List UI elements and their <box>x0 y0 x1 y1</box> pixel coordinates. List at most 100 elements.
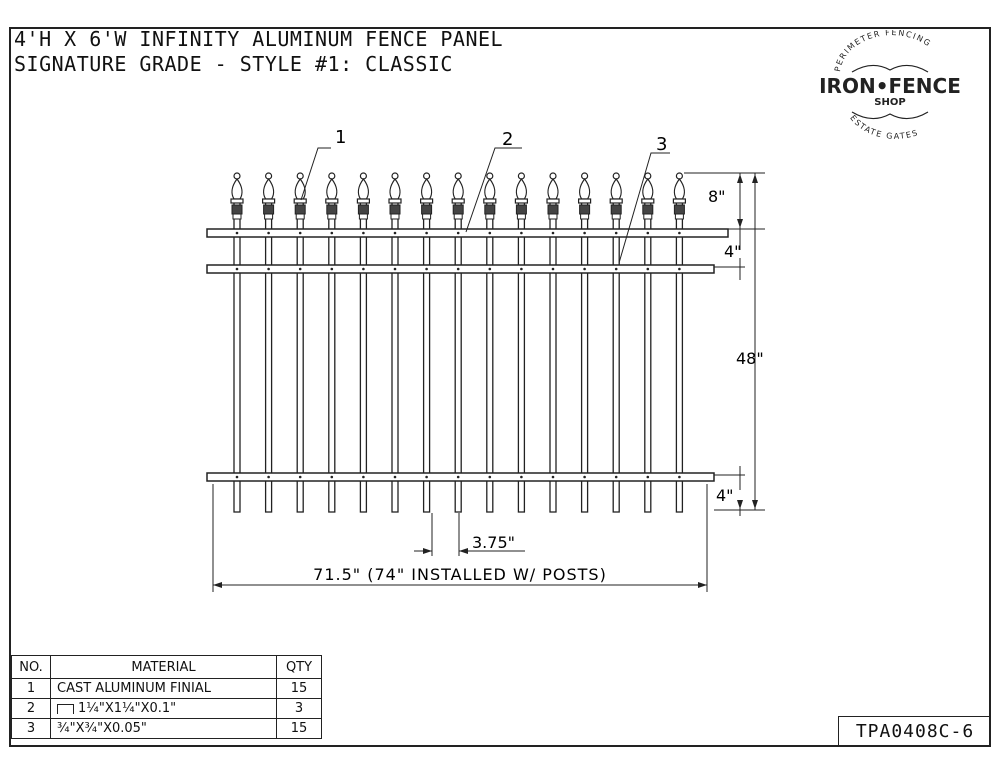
picket <box>264 197 273 513</box>
logo-main-text: IRON•FENCE <box>819 74 961 98</box>
picket <box>580 197 589 513</box>
svg-text:PERIMETER FENCING: PERIMETER FENCING <box>833 30 933 72</box>
panel-height-dimension: 48" <box>736 349 764 368</box>
picket <box>644 197 652 513</box>
logo-arc-top: PERIMETER FENCING <box>833 30 932 72</box>
callout-leaders <box>300 147 670 264</box>
vertical-dimension-lines <box>684 172 765 516</box>
finial <box>451 172 465 220</box>
finial <box>325 172 339 220</box>
rivet <box>298 231 302 235</box>
bill-of-materials: NO. MATERIAL QTY 1 CAST ALUMINUM FINIAL … <box>11 655 322 739</box>
bom-row-material: ¾"X¾"X0.05" <box>50 718 277 739</box>
finial <box>546 172 560 220</box>
rivet <box>425 267 428 271</box>
callout-2-leader <box>465 147 522 233</box>
bom-row-qty: 3 <box>276 698 322 719</box>
panel-width-dimension: 71.5" (74" INSTALLED W/ POSTS) <box>313 565 607 584</box>
pickets-group <box>233 197 684 513</box>
picket <box>422 197 431 513</box>
callout-2-label: 2 <box>502 129 513 150</box>
rivet <box>551 475 555 479</box>
rivet <box>551 267 555 271</box>
bom-row-qty: 15 <box>276 678 322 699</box>
picket-spacing-dimension: 3.75" <box>472 533 515 552</box>
rivet <box>330 267 334 271</box>
rivet <box>488 475 492 479</box>
finials-group <box>230 172 687 220</box>
bom-row-no: 1 <box>11 678 51 699</box>
rivet <box>362 231 365 235</box>
rivet <box>551 231 555 235</box>
bom-row-qty: 15 <box>276 718 322 739</box>
bom-row-no: 2 <box>11 698 51 719</box>
rivet <box>235 267 239 271</box>
finial-height-dimension: 8" <box>708 187 726 206</box>
callout-1-leader <box>300 147 331 201</box>
dimension-arrows <box>737 174 758 509</box>
picket <box>233 197 241 513</box>
finial <box>483 172 497 220</box>
bom-header-row: NO. MATERIAL QTY <box>11 655 322 679</box>
finial <box>514 172 529 220</box>
picket <box>612 197 620 513</box>
bom-row-material: 1¼"X1¼"X0.1" <box>78 701 177 716</box>
rivet <box>330 231 334 235</box>
bottom-rail <box>206 472 715 482</box>
rivet <box>520 231 523 235</box>
picket <box>549 197 557 513</box>
picket <box>486 197 494 513</box>
callout-3-label: 3 <box>656 134 667 155</box>
rivet <box>678 267 681 271</box>
width-dimension-lines <box>212 484 708 592</box>
rivet <box>614 231 618 235</box>
rivet <box>393 231 397 235</box>
rivet <box>646 231 650 235</box>
picket <box>359 197 368 513</box>
rivet <box>488 267 492 271</box>
rivet <box>456 231 460 235</box>
logo-swoosh-bottom <box>851 111 929 120</box>
rivet <box>298 475 302 479</box>
picket <box>296 197 304 513</box>
rivet <box>393 267 397 271</box>
rivet <box>678 475 681 479</box>
bom-header-material: MATERIAL <box>50 655 277 679</box>
finial <box>293 172 307 220</box>
picket <box>675 197 684 513</box>
finial <box>230 172 244 220</box>
bottom-gap-dimension: 4" <box>716 486 734 505</box>
drawing-subtitle: SIGNATURE GRADE - STYLE #1: CLASSIC <box>14 52 453 76</box>
finial <box>672 172 687 220</box>
rivet <box>520 475 523 479</box>
rivet <box>614 475 618 479</box>
rivet <box>267 475 270 479</box>
rivet <box>456 475 460 479</box>
bom-row: 1 CAST ALUMINUM FINIAL 15 <box>11 678 322 699</box>
drawing-title: 4'H X 6'W INFINITY ALUMINUM FENCE PANEL <box>14 27 504 51</box>
bom-header-qty: QTY <box>276 655 322 679</box>
rivet <box>235 475 239 479</box>
rivet <box>583 231 586 235</box>
rivet <box>425 231 428 235</box>
rivet <box>362 267 365 271</box>
logo-swoosh-top <box>851 64 929 73</box>
rivet <box>646 267 650 271</box>
rivet <box>646 475 650 479</box>
rivet <box>583 267 586 271</box>
finial <box>388 172 402 220</box>
rivet <box>267 267 270 271</box>
rivet <box>393 475 397 479</box>
finial <box>356 172 370 220</box>
finial <box>641 172 655 220</box>
rivet <box>267 231 270 235</box>
rivet <box>330 475 334 479</box>
callout-1-label: 1 <box>335 127 346 148</box>
finial <box>609 172 623 220</box>
channel-icon <box>57 703 74 714</box>
drawing-border <box>9 27 991 747</box>
rivet <box>456 267 460 271</box>
bom-row-material: CAST ALUMINUM FINIAL <box>50 678 277 699</box>
callout-3-leader <box>618 152 670 264</box>
rivet <box>678 231 681 235</box>
